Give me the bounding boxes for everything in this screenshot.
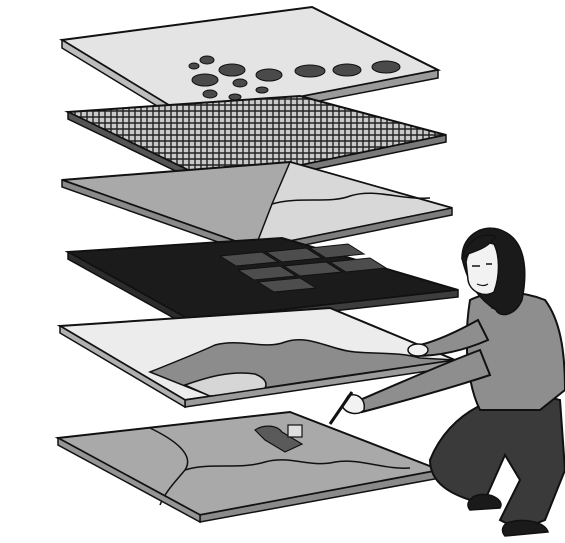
layer-base-map bbox=[58, 412, 440, 522]
